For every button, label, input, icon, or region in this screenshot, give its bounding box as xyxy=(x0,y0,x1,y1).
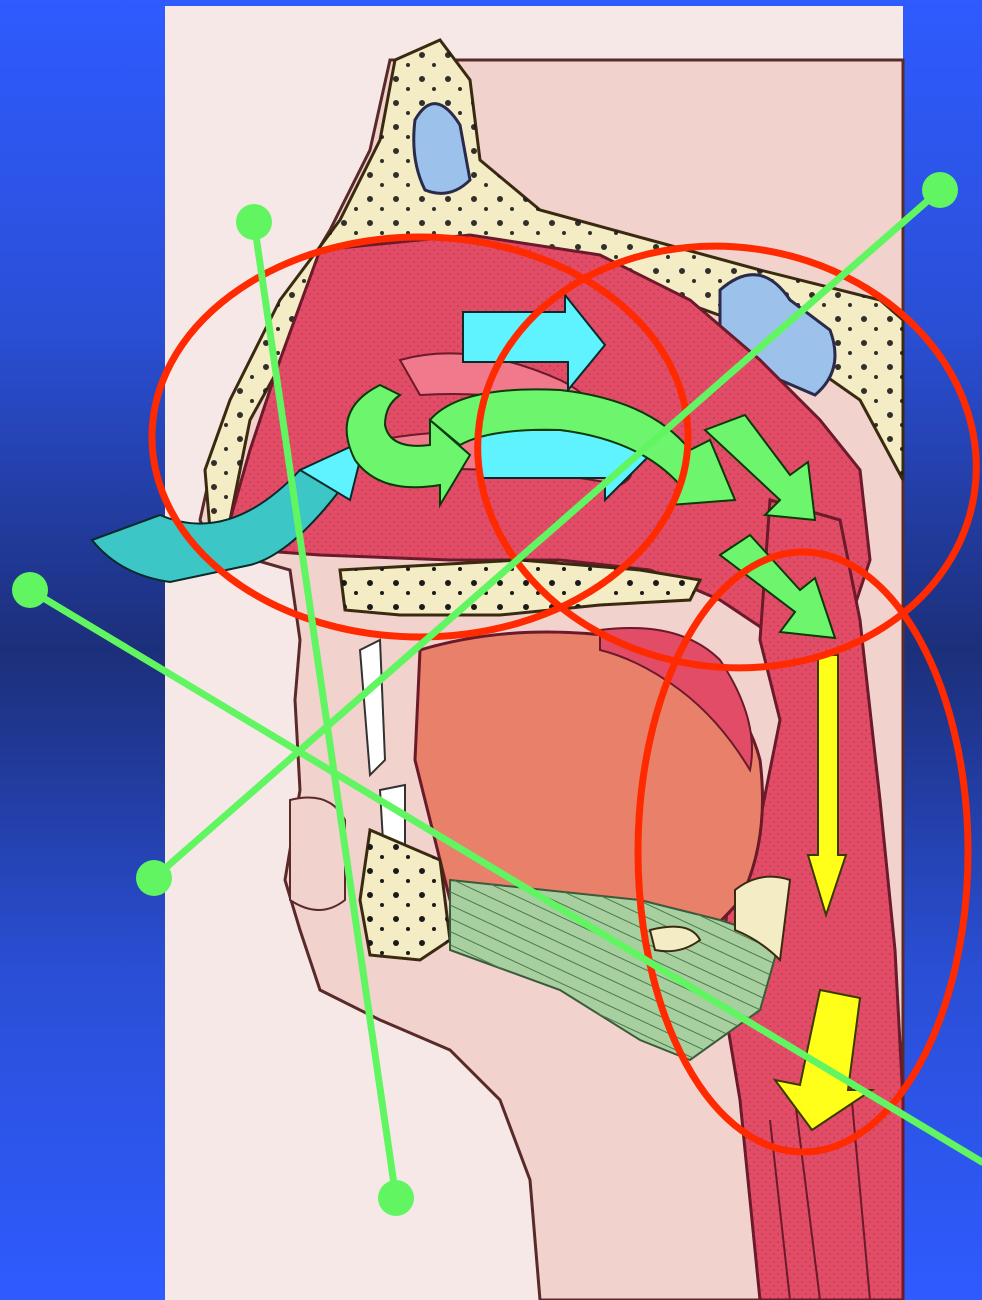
pointer-dot-icon xyxy=(922,172,958,208)
pointer-dot-icon xyxy=(12,572,48,608)
pointer-dot-icon xyxy=(378,1180,414,1216)
pointer-dot-icon xyxy=(236,204,272,240)
pointer-dot-icon xyxy=(136,860,172,896)
